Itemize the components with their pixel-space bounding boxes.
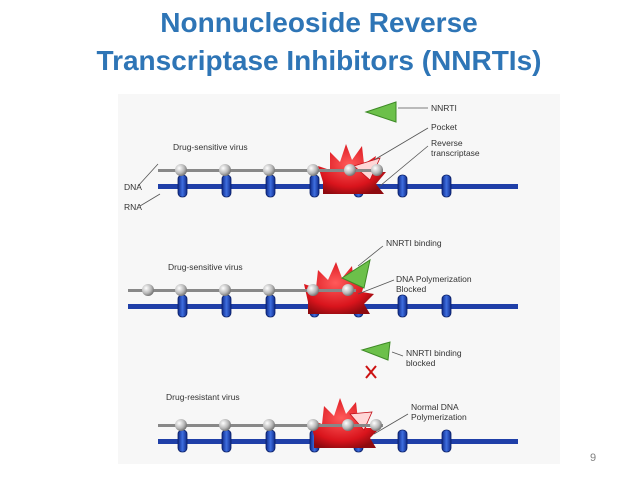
nnrti-mechanism-diagram: Drug-sensitive virus DNA RNA NNRTI Pocke… (118, 94, 560, 464)
binding-blocked-line-2: blocked (406, 358, 436, 368)
rna-label: RNA (124, 202, 142, 212)
rt-label-line-1: Reverse (431, 138, 463, 148)
title-line-1: Nonnucleoside Reverse (160, 7, 478, 38)
diagram-svg: Drug-sensitive virus DNA RNA NNRTI Pocke… (124, 101, 518, 453)
leader-lines (137, 107, 429, 207)
dna-beads (175, 419, 382, 431)
nnrti-binding-label: NNRTI binding (386, 238, 442, 248)
dna-polymerization-label: DNA Polymerization (396, 274, 472, 284)
blocked-label: Blocked (396, 284, 427, 294)
panel-1-virus-label: Drug-sensitive virus (173, 142, 248, 152)
blocked-cross-icon (365, 365, 377, 379)
title-line-2: Transcriptase Inhibitors (NNRTIs) (96, 45, 542, 76)
altered-pocket (349, 411, 373, 431)
panel-2-virus-label: Drug-sensitive virus (168, 262, 243, 272)
dna-beads (175, 164, 383, 176)
reverse-transcriptase-enzyme (304, 262, 374, 314)
pocket-label: Pocket (431, 122, 458, 132)
binding-blocked-line-1: NNRTI binding (406, 348, 462, 358)
nnrti-drug-unbound (360, 341, 391, 361)
nnrti-drug-bound (340, 258, 371, 289)
dna-label: DNA (124, 182, 142, 192)
panel-3-drug-resistant: Drug-resistant virus NNRTI binding block… (158, 341, 518, 453)
normal-polymerization-line-1: Normal DNA (411, 402, 459, 412)
panel-1-drug-sensitive: Drug-sensitive virus DNA RNA NNRTI Pocke… (124, 101, 518, 212)
panel-3-virus-label: Drug-resistant virus (166, 392, 240, 402)
nnrti-label: NNRTI (431, 103, 457, 113)
dna-strand (128, 289, 356, 292)
normal-polymerization-line-2: Polymerization (411, 412, 467, 422)
dna-beads (142, 284, 354, 296)
panel-2-drug-sensitive: Drug-sensitive virus NNRTI binding DNA P… (128, 238, 518, 318)
rt-label-line-2: transcriptase (431, 148, 480, 158)
slide-title: Nonnucleoside Reverse Transcriptase Inhi… (0, 4, 638, 80)
leader-lines (357, 245, 395, 295)
page-number: 9 (590, 452, 597, 464)
leader-lines (373, 351, 409, 435)
nnrti-drug (364, 101, 397, 123)
